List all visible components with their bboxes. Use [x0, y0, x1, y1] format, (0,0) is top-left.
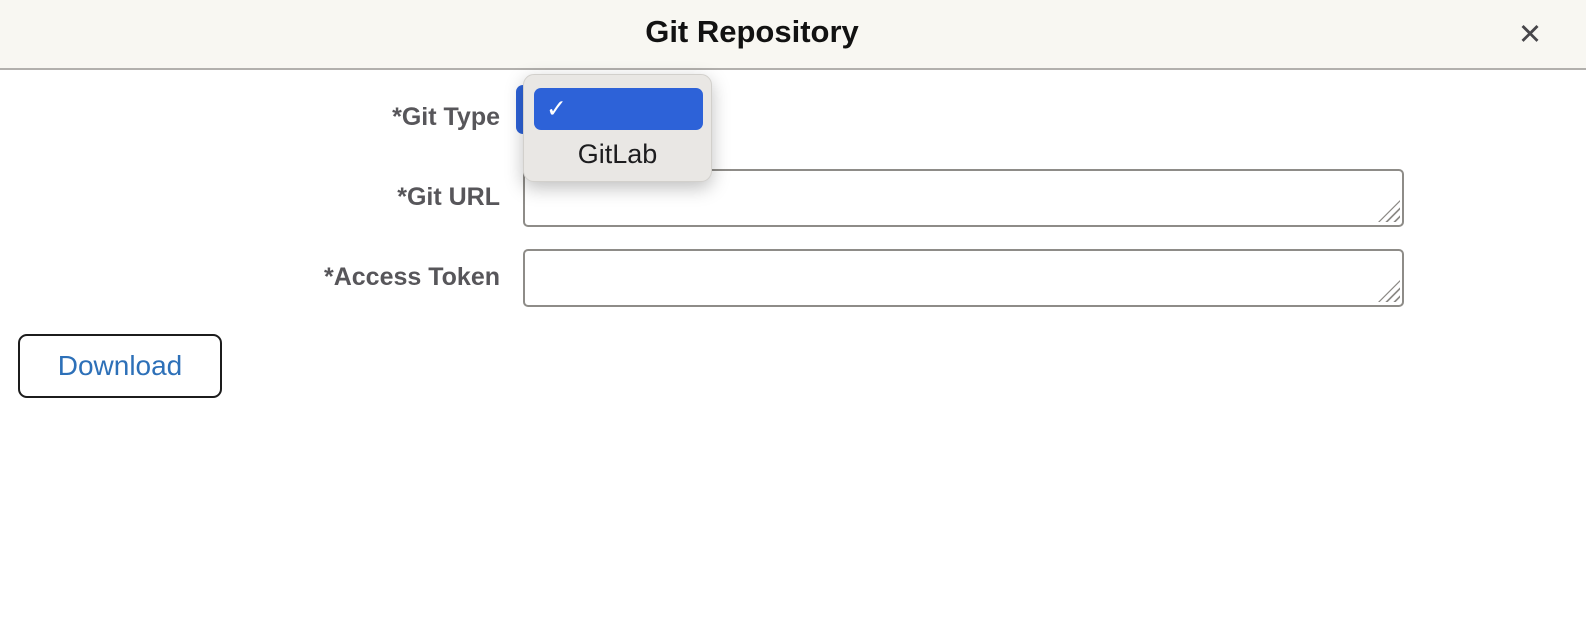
download-button[interactable]: Download [18, 334, 222, 398]
git-url-label: *Git URL [397, 183, 500, 211]
dropdown-option-gitlab-label: GitLab [577, 138, 658, 169]
access-token-field-wrap [523, 249, 1404, 307]
git-type-label: *Git Type [392, 103, 500, 131]
checkmark-icon: ✓ [546, 94, 567, 123]
access-token-input[interactable] [523, 249, 1404, 307]
git-type-dropdown: ✓ GitLab [523, 74, 712, 182]
close-icon: ✕ [1517, 18, 1543, 51]
dialog-title: Git Repository [645, 14, 859, 49]
dropdown-option-gitlab[interactable]: GitLab [524, 132, 711, 176]
dialog-header: Git Repository ✕ [0, 0, 1586, 70]
download-button-label: Download [57, 350, 183, 381]
close-button[interactable]: ✕ [1505, 10, 1555, 60]
access-token-label: *Access Token [323, 263, 500, 291]
dropdown-option-empty[interactable]: ✓ [534, 88, 703, 130]
